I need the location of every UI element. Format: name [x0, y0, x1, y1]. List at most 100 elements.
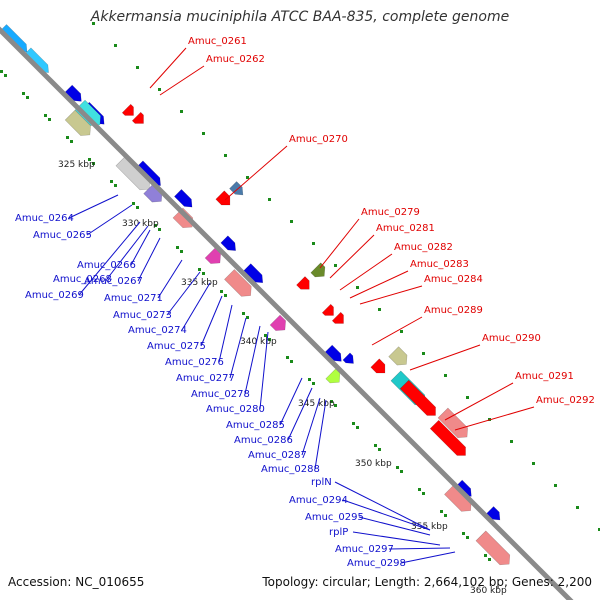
gene-label: Amuc_0276: [165, 357, 224, 368]
gc-dot: [246, 316, 249, 319]
gc-dot: [466, 536, 469, 539]
gc-dot: [422, 492, 425, 495]
gene-label: Amuc_0262: [206, 54, 265, 65]
gc-dot: [66, 136, 69, 139]
gc-dot: [22, 92, 25, 95]
gc-dot: [422, 352, 425, 355]
reverse-cds-arrow: [131, 111, 144, 124]
gc-dot: [334, 264, 337, 267]
gene-label: Amuc_0271: [104, 293, 163, 304]
gc-dot: [290, 360, 293, 363]
gene-label: Amuc_0281: [376, 223, 435, 234]
reverse-cds-arrow: [321, 303, 334, 316]
gc-dot: [4, 74, 7, 77]
gene-label: Amuc_0284: [424, 274, 483, 285]
leader-line: [359, 285, 423, 305]
leader-line: [454, 406, 535, 431]
feature-box: [172, 207, 194, 229]
feature-box: [310, 262, 326, 278]
leader-line: [287, 387, 313, 441]
gc-dot: [0, 70, 3, 73]
gc-dot: [180, 250, 183, 253]
gene-label: Amuc_0275: [147, 341, 206, 352]
leader-line: [279, 377, 303, 426]
tick-label: 345 kbp: [298, 399, 335, 409]
gene-label: Amuc_0279: [361, 207, 420, 218]
reverse-cds-arrow: [296, 276, 310, 290]
leader-line: [301, 397, 321, 456]
gc-dot: [48, 118, 51, 121]
gc-dot: [308, 378, 311, 381]
gc-dot: [312, 382, 315, 385]
forward-cds-arrow: [243, 263, 264, 284]
leader-line: [259, 331, 269, 410]
gc-dot: [246, 176, 249, 179]
gene-labels: Amuc_0261Amuc_0262Amuc_0270Amuc_0279Amuc…: [15, 36, 595, 569]
gc-dot: [510, 440, 513, 443]
gene-label: rplN: [311, 477, 332, 488]
feature-box: [269, 314, 286, 331]
leader-line: [137, 237, 161, 282]
gc-dot: [374, 444, 377, 447]
leader-line: [444, 382, 514, 421]
gene-label: Amuc_0289: [424, 305, 483, 316]
gene-label: Amuc_0278: [191, 389, 250, 400]
forward-cds-arrow: [23, 47, 49, 73]
feature-box: [224, 269, 252, 297]
gc-dot: [444, 374, 447, 377]
gc-dot: [598, 528, 600, 531]
gc-dot: [466, 396, 469, 399]
forward-cds-arrow: [324, 344, 342, 362]
gc-dot: [114, 184, 117, 187]
gene-label: Amuc_0283: [410, 259, 469, 270]
reverse-cds-arrow: [399, 379, 436, 416]
reverse-cds-arrow: [370, 358, 386, 374]
gc-dot: [440, 510, 443, 513]
gc-dot: [92, 162, 95, 165]
gc-dot: [158, 228, 161, 231]
gc-dot: [400, 330, 403, 333]
gc-dot: [198, 268, 201, 271]
gc-dot: [554, 484, 557, 487]
gc-dot: [44, 114, 47, 117]
leader-line: [334, 481, 431, 531]
tick-label: 340 kbp: [240, 337, 277, 347]
leader-line: [218, 304, 233, 363]
gene-label: Amuc_0285: [226, 420, 285, 431]
gc-dot: [462, 532, 465, 535]
gc-dot: [70, 140, 73, 143]
leader-line: [371, 316, 423, 346]
gene-label: Amuc_0273: [113, 310, 172, 321]
tick-label: 350 kbp: [355, 459, 392, 469]
gc-dot: [132, 202, 135, 205]
gene-label: Amuc_0288: [261, 464, 320, 475]
gene-label: Amuc_0290: [482, 333, 541, 344]
gc-dot: [88, 158, 91, 161]
leader-line: [78, 221, 141, 296]
leader-line: [86, 204, 133, 236]
gene-label: Amuc_0282: [394, 242, 453, 253]
tick-label: 330 kbp: [122, 219, 159, 229]
gc-dot: [352, 422, 355, 425]
gene-label: Amuc_0298: [347, 558, 406, 569]
gc-dot: [286, 356, 289, 359]
leader-line: [159, 65, 205, 96]
tick-label: 355 kbp: [411, 522, 448, 532]
leader-line: [149, 47, 187, 89]
leader-line: [342, 499, 431, 531]
topology-text: Topology: circular; Length: 2,664,102 bp…: [262, 575, 592, 589]
gc-dot: [92, 22, 95, 25]
gene-label: Amuc_0286: [234, 435, 293, 446]
reverse-cds-arrow: [215, 190, 231, 206]
gene-label: Amuc_0297: [335, 544, 394, 555]
gc-dot: [224, 294, 227, 297]
gene-label: Amuc_0266: [77, 260, 136, 271]
tick-label: 360 kbp: [470, 586, 507, 596]
gene-label: Amuc_0295: [305, 512, 364, 523]
gene-label: Amuc_0270: [289, 134, 348, 145]
gc-dot: [114, 44, 117, 47]
leader-line: [68, 194, 119, 219]
gene-label: Amuc_0294: [289, 495, 348, 506]
gc-dot: [576, 506, 579, 509]
